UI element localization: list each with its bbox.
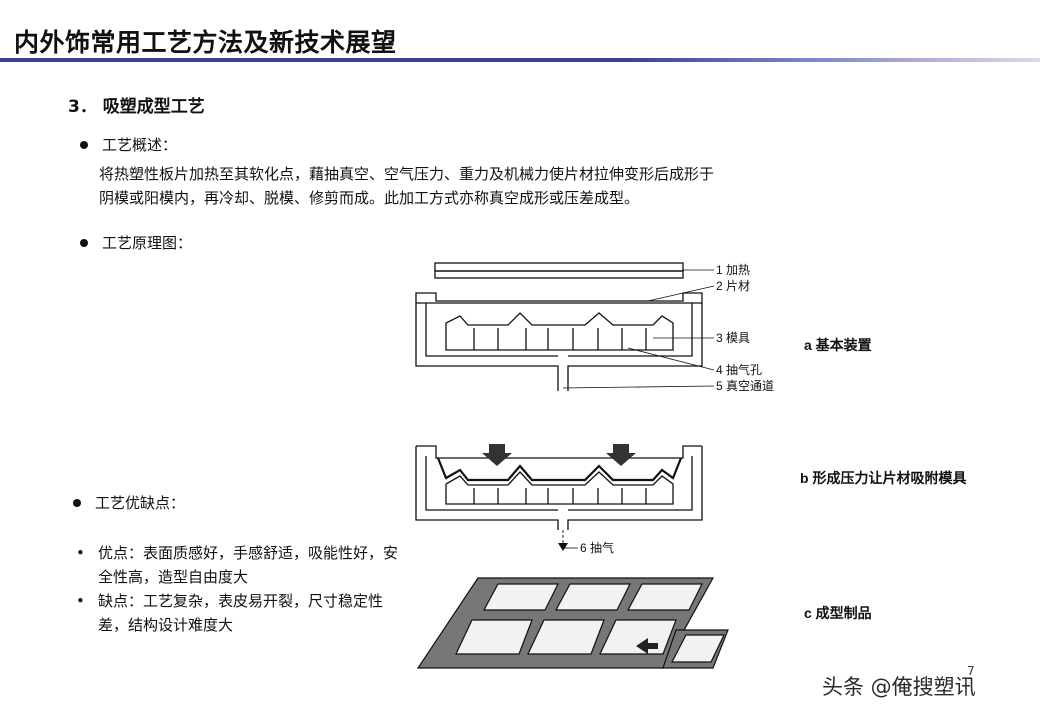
overview-line: 将热塑性板片加热至其软化点，藉抽真空、空气压力、重力及机械力使片材拉伸变形后成形… bbox=[99, 165, 715, 183]
pros-cons-list: • 优点：表面质感好，手感舒适，吸能性好，安全性高，造型自由度大 • 缺点：工艺… bbox=[76, 541, 416, 637]
sheet-rim-b bbox=[416, 445, 702, 459]
callout-vacuum-channel: 5 真空通道 bbox=[716, 379, 774, 393]
mold-box-b bbox=[415, 446, 703, 530]
thermoforming-principle-diagram: 1 加热 2 片材 3 模具 4 抽气孔 5 真空通道 6 抽气 a 基本装置 … bbox=[415, 262, 966, 669]
overview-heading: 工艺概述： bbox=[80, 134, 177, 156]
product-arrow-icon bbox=[636, 638, 658, 654]
slide-title: 内外饰常用工艺方法及新技术展望 bbox=[14, 28, 397, 57]
pros-item: • 优点：表面质感好，手感舒适，吸能性好，安全性高，造型自由度大 bbox=[76, 541, 416, 589]
bullet-dot-icon bbox=[80, 239, 88, 247]
stage-b-label: b 形成压力让片材吸附模具 bbox=[800, 470, 966, 486]
bullet-dot-icon bbox=[80, 141, 88, 149]
mold-b bbox=[445, 471, 674, 505]
list-bullet: • bbox=[76, 592, 85, 610]
pros-cons-heading: 工艺优缺点： bbox=[73, 492, 185, 514]
overview-line: 阴模或阳模内，再冷却、脱模、修剪而成。此加工方式亦称真空成形或压差成型。 bbox=[99, 189, 640, 207]
diagram-heading: 工艺原理图： bbox=[80, 232, 192, 254]
cons-item: • 缺点：工艺复杂，表皮易开裂，尺寸稳定性差，结构设计难度大 bbox=[76, 589, 416, 637]
mold-box-b-inner bbox=[425, 456, 693, 511]
stage-a-label: a 基本装置 bbox=[804, 337, 872, 353]
list-bullet: • bbox=[76, 544, 85, 562]
suction-arrow-icon bbox=[558, 543, 568, 551]
bullet-dot-icon bbox=[73, 499, 81, 507]
mold-box-inner bbox=[425, 303, 693, 357]
diagram-heading-text: 工艺原理图： bbox=[102, 234, 193, 252]
pressure-arrow-icon bbox=[606, 444, 636, 466]
title-underline bbox=[0, 58, 1040, 62]
watermark: 头条 @俺搜塑讯 bbox=[822, 675, 976, 699]
sheet bbox=[415, 292, 703, 304]
heater-plate-lower bbox=[434, 270, 684, 279]
cons-text: 缺点：工艺复杂，表皮易开裂，尺寸稳定性差，结构设计难度大 bbox=[98, 592, 384, 634]
pros-text: 优点：表面质感好，手感舒适，吸能性好，安全性高，造型自由度大 bbox=[98, 544, 399, 586]
pros-cons-heading-text: 工艺优缺点： bbox=[95, 494, 186, 512]
mold bbox=[445, 312, 674, 351]
page-number: 7 bbox=[967, 664, 975, 678]
callout-mold: 3 模具 bbox=[716, 331, 750, 345]
callout-suction: 6 抽气 bbox=[580, 540, 614, 555]
callout-sheet: 2 片材 bbox=[716, 279, 750, 293]
heater-plate bbox=[434, 262, 684, 272]
overview-body: 将热塑性板片加热至其软化点，藉抽真空、空气压力、重力及机械力使片材拉伸变形后成形… bbox=[99, 162, 899, 210]
overview-heading-text: 工艺概述： bbox=[102, 136, 178, 154]
mold-box bbox=[415, 303, 703, 391]
pressure-arrow-icon bbox=[482, 444, 512, 466]
callout-vent-hole: 4 抽气孔 bbox=[716, 362, 762, 377]
formed-sheet bbox=[436, 457, 683, 482]
stage-c-label: c 成型制品 bbox=[804, 605, 872, 621]
callout-heater: 1 加热 bbox=[716, 263, 750, 277]
section-heading: 3． 吸塑成型工艺 bbox=[68, 97, 205, 117]
